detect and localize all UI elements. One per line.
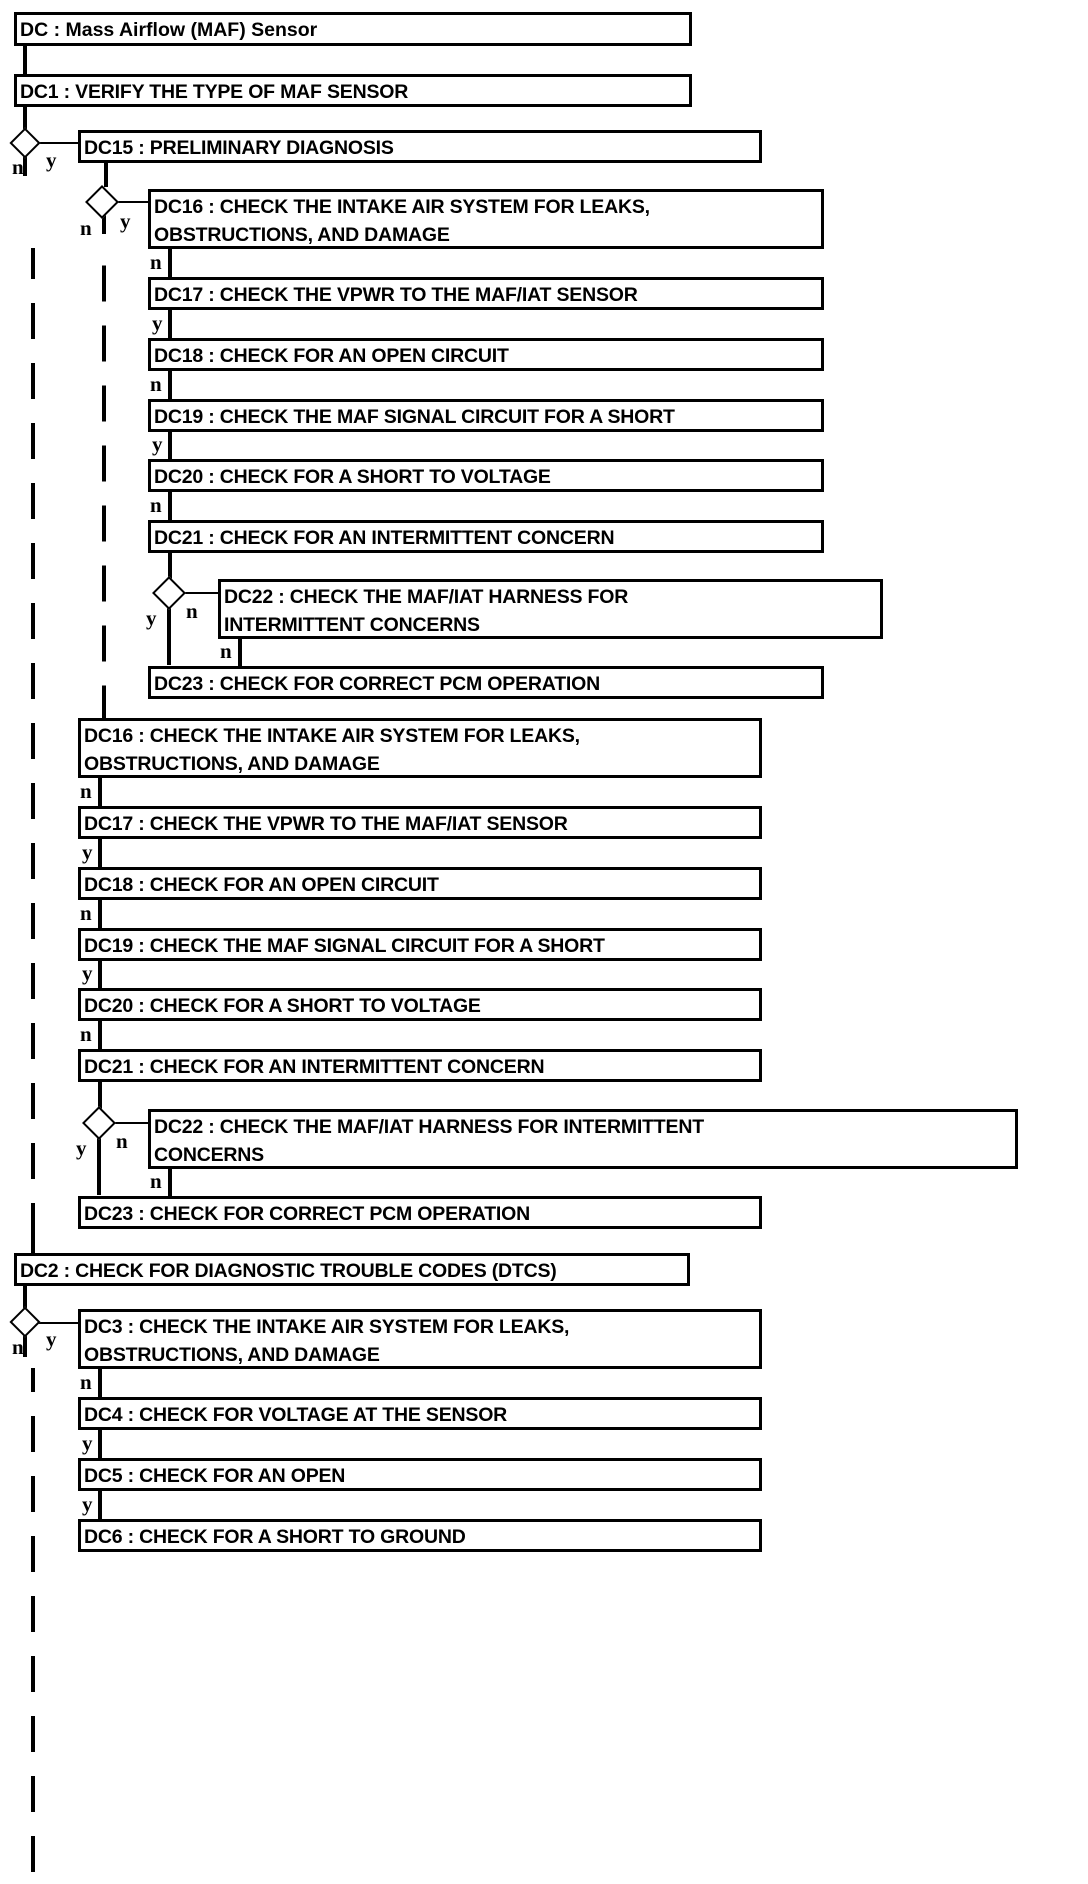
branch-label-d15-no: n [12,155,24,179]
node-dc18b: DC18 : CHECK FOR AN OPEN CIRCUIT [78,867,762,900]
diamond-shape [9,1306,41,1338]
connector-dc1-to-d15 [23,107,27,129]
connector-dc5-to-dc6 [98,1491,102,1519]
connector-dc16a-to-dc17a [168,249,172,277]
branch-label-dc22b-no: n [150,1169,162,1193]
diamond-shape [9,127,41,159]
branch-label-dc20b-no: n [80,1022,92,1046]
connector-dc22b-to-dc23b [168,1169,172,1196]
connector-d3-yes [36,1322,78,1324]
node-root-title: DC : Mass Airflow (MAF) Sensor [14,12,692,46]
connector-d22a-no [181,592,218,594]
node-dc21a: DC21 : CHECK FOR AN INTERMITTENT CONCERN [148,520,824,553]
diamond-shape [152,576,186,610]
connector-dc4-to-dc5 [98,1430,102,1458]
branch-label-dc20a-no: n [150,493,162,517]
connector-dc18b-to-dc19b [98,900,102,928]
decision-d15 [9,127,41,159]
rail-left-lower [31,1368,35,1884]
connector-d15-yes [36,142,78,144]
connector-d3-no-stem [23,1333,27,1357]
connector-dc22a-to-dc23a [238,639,242,666]
branch-label-dc16a-no: n [150,250,162,274]
branch-label-dc16b-no: n [80,779,92,803]
node-dc19a: DC19 : CHECK THE MAF SIGNAL CIRCUIT FOR … [148,399,824,432]
connector-dc20a-to-dc21a [168,492,172,520]
branch-label-d22a-no: n [186,599,198,623]
node-dc2: DC2 : CHECK FOR DIAGNOSTIC TROUBLE CODES… [14,1253,690,1286]
decision-d22a [152,576,186,610]
connector-dc16b-to-dc17b [98,778,102,806]
node-dc17a: DC17 : CHECK THE VPWR TO THE MAF/IAT SEN… [148,277,824,310]
node-dc21b: DC21 : CHECK FOR AN INTERMITTENT CONCERN [78,1049,762,1082]
connector-dc21a-to-d22a [168,553,172,580]
decision-d16a [85,185,119,219]
branch-label-dc19b-yes: y [82,961,93,985]
connector-dc21b-to-d22b [98,1082,102,1110]
node-dc16a: DC16 : CHECK THE INTAKE AIR SYSTEM FOR L… [148,189,824,249]
decision-d22b [82,1106,116,1140]
connector-dc19b-to-dc20b [98,961,102,988]
node-dc23b: DC23 : CHECK FOR CORRECT PCM OPERATION [78,1196,762,1229]
rail-second [102,248,106,703]
connector-rail-second-to-dc16b [102,690,106,718]
branch-label-dc18b-no: n [80,901,92,925]
branch-label-dc19a-yes: y [152,432,163,456]
branch-label-dc5-yes: y [82,1492,93,1516]
node-dc22a: DC22 : CHECK THE MAF/IAT HARNESS FOR INT… [218,579,883,639]
connector-dc18a-to-dc19a [168,371,172,399]
connector-dc17b-to-dc18b [98,839,102,867]
branch-label-dc22a-no: n [220,639,232,663]
node-dc5: DC5 : CHECK FOR AN OPEN [78,1458,762,1491]
branch-label-d16a-yes: y [120,209,131,233]
node-dc17b: DC17 : CHECK THE VPWR TO THE MAF/IAT SEN… [78,806,762,839]
branch-label-d16a-no: n [80,216,92,240]
diamond-shape [85,185,119,219]
node-dc23a: DC23 : CHECK FOR CORRECT PCM OPERATION [148,666,824,699]
node-dc15: DC15 : PRELIMINARY DIAGNOSIS [78,130,762,163]
connector-d22b-no [111,1122,148,1124]
connector-root-to-dc1 [23,46,27,74]
branch-label-d22a-yes: y [146,606,157,630]
branch-label-dc4-yes: y [82,1431,93,1455]
branch-label-d22b-yes: y [76,1136,87,1160]
connector-dc17a-to-dc18a [168,310,172,338]
connector-d22a-yes-stem [167,605,171,665]
connector-dc3-to-dc4 [98,1369,102,1397]
branch-label-dc17a-yes: y [152,311,163,335]
node-dc3: DC3 : CHECK THE INTAKE AIR SYSTEM FOR LE… [78,1309,762,1369]
node-dc20b: DC20 : CHECK FOR A SHORT TO VOLTAGE [78,988,762,1021]
node-dc6: DC6 : CHECK FOR A SHORT TO GROUND [78,1519,762,1552]
branch-label-d3-no: n [12,1335,24,1359]
node-dc1: DC1 : VERIFY THE TYPE OF MAF SENSOR [14,74,692,107]
connector-dc15-to-d16a [104,163,108,187]
connector-d22b-yes-stem [97,1135,101,1195]
connector-dc2-to-d3 [23,1286,27,1308]
decision-d3 [9,1306,41,1338]
rail-left-main [31,248,35,1258]
node-dc4: DC4 : CHECK FOR VOLTAGE AT THE SENSOR [78,1397,762,1430]
connector-d16a-yes [114,201,148,203]
connector-dc19a-to-dc20a [168,432,172,459]
connector-rail-left-to-dc2 [31,1236,35,1260]
branch-label-d22b-no: n [116,1129,128,1153]
branch-label-dc17b-yes: y [82,840,93,864]
node-dc19b: DC19 : CHECK THE MAF SIGNAL CIRCUIT FOR … [78,928,762,961]
diamond-shape [82,1106,116,1140]
node-dc18a: DC18 : CHECK FOR AN OPEN CIRCUIT [148,338,824,371]
node-dc16b: DC16 : CHECK THE INTAKE AIR SYSTEM FOR L… [78,718,762,778]
connector-d15-no-stem [23,154,27,176]
connector-dc20b-to-dc21b [98,1021,102,1049]
branch-label-dc3-no: n [80,1370,92,1394]
branch-label-d3-yes: y [46,1327,57,1351]
node-dc20a: DC20 : CHECK FOR A SHORT TO VOLTAGE [148,459,824,492]
node-dc22b: DC22 : CHECK THE MAF/IAT HARNESS FOR INT… [148,1109,1018,1169]
branch-label-dc18a-no: n [150,372,162,396]
branch-label-d15-yes: y [46,148,57,172]
connector-d16a-no-stem [102,214,106,234]
